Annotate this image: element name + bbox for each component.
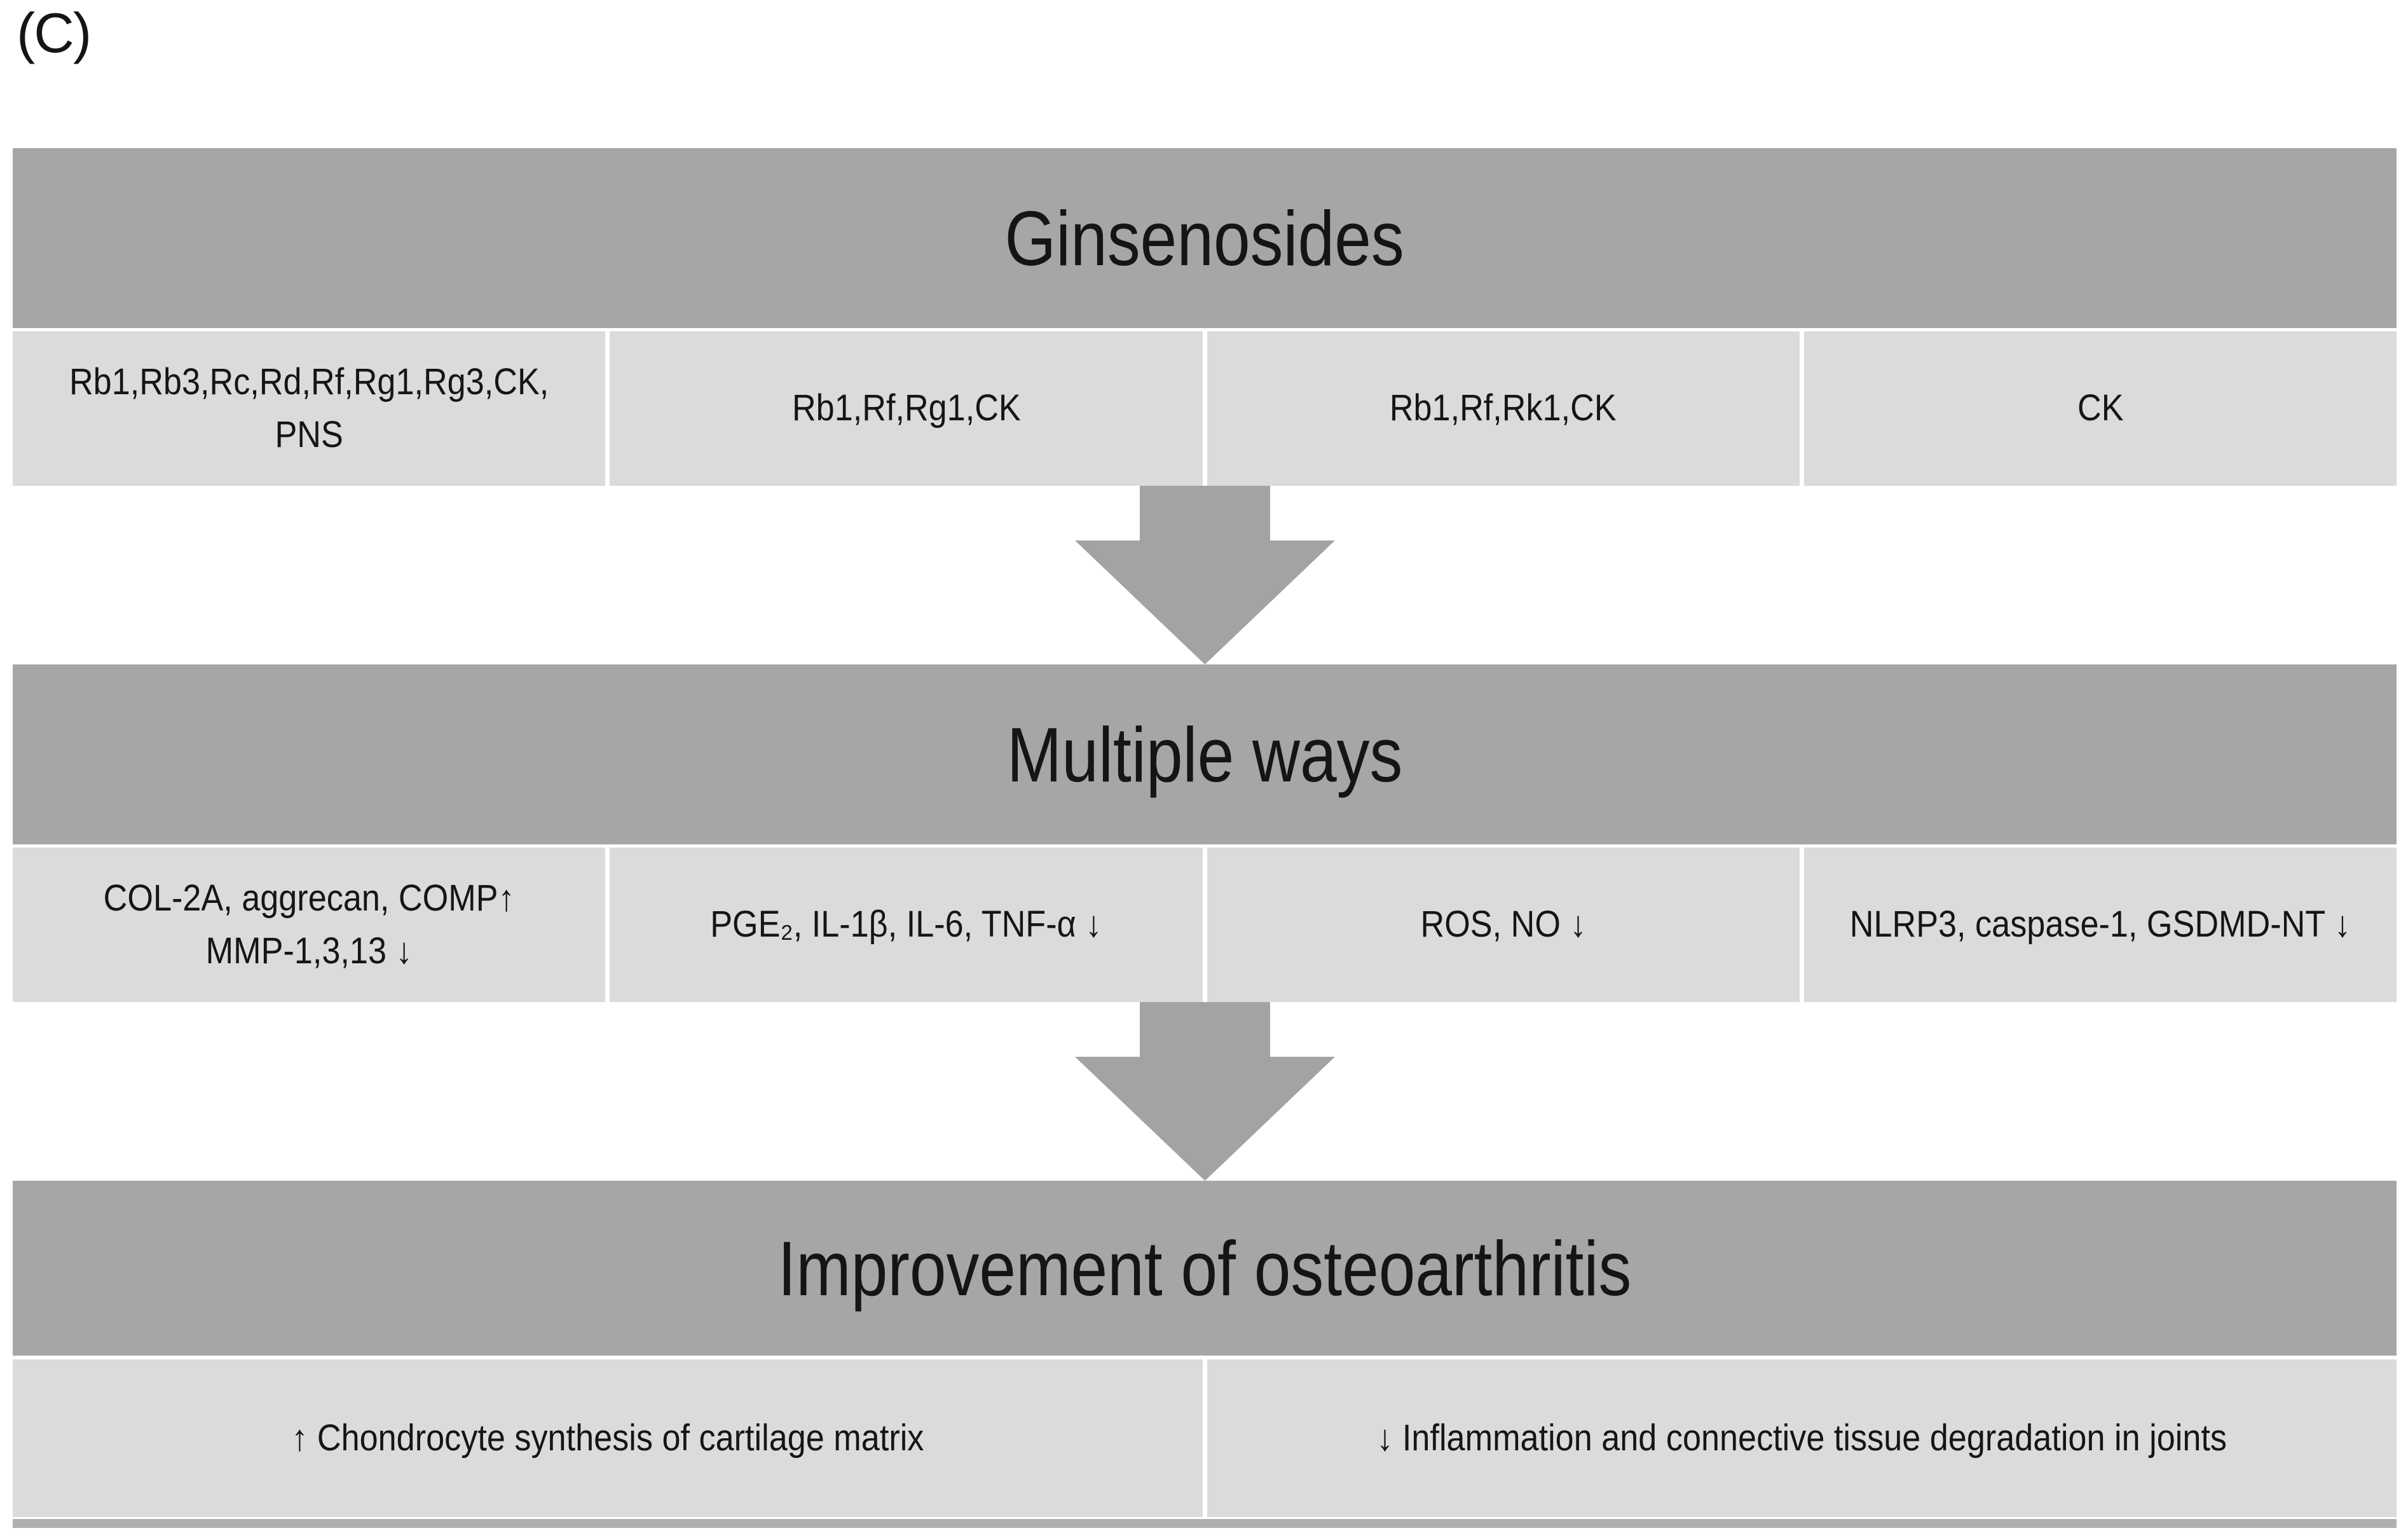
improvement-cell-2: ↓ Inflammation and connective tissue deg… bbox=[1207, 1359, 2397, 1517]
ginsenosides-cell-3: Rb1,Rf,Rk1,CK bbox=[1207, 331, 1800, 486]
multiple-ways-cell-2-text: PGE₂, IL-1β, IL-6, TNF-α ↓ bbox=[710, 904, 1102, 945]
bottom-strip bbox=[13, 1519, 2397, 1528]
ginsenosides-cell-2: Rb1,Rf,Rg1,CK bbox=[610, 331, 1203, 486]
ginsenosides-cell-3-text: Rb1,Rf,Rk1,CK bbox=[1390, 387, 1617, 429]
improvement-header-bar: Improvement of osteoarthritis bbox=[13, 1181, 2397, 1356]
arrow-zone-2 bbox=[13, 1002, 2397, 1181]
ginsenosides-cell-2-text: Rb1,Rf,Rg1,CK bbox=[791, 387, 1021, 429]
ginsenosides-header-bar: Ginsenosides bbox=[13, 148, 2397, 328]
multiple-ways-cell-row: COL-2A, aggrecan, COMP↑ MMP-1,3,13 ↓ PGE… bbox=[13, 848, 2397, 1002]
multiple-ways-header-bar: Multiple ways bbox=[13, 664, 2397, 844]
ginsenosides-cell-4: CK bbox=[1803, 331, 2397, 486]
ginsenosides-title: Ginsenosides bbox=[1004, 195, 1405, 282]
multiple-ways-cell-1: COL-2A, aggrecan, COMP↑ MMP-1,3,13 ↓ bbox=[13, 848, 606, 1002]
multiple-ways-cell-1-text: COL-2A, aggrecan, COMP↑ MMP-1,3,13 ↓ bbox=[103, 877, 515, 972]
ginsenosides-cell-4-text: CK bbox=[2077, 387, 2124, 429]
ginsenosides-cell-row: Rb1,Rb3,Rc,Rd,Rf,Rg1,Rg3,CK, PNS Rb1,Rf,… bbox=[13, 331, 2397, 486]
ginsenosides-cell-1-text: Rb1,Rb3,Rc,Rd,Rf,Rg1,Rg3,CK, PNS bbox=[69, 361, 549, 455]
multiple-ways-cell-3-text: ROS, NO ↓ bbox=[1420, 904, 1587, 945]
arrow-zone-1 bbox=[13, 486, 2397, 664]
flow-diagram: Ginsenosides Rb1,Rb3,Rc,Rd,Rf,Rg1,Rg3,CK… bbox=[13, 148, 2397, 1528]
down-block-arrow-icon bbox=[1074, 486, 1335, 664]
multiple-ways-title: Multiple ways bbox=[1006, 711, 1403, 798]
figure-label: (C) bbox=[17, 1, 92, 64]
ginsenosides-cell-1: Rb1,Rb3,Rc,Rd,Rf,Rg1,Rg3,CK, PNS bbox=[13, 331, 606, 486]
multiple-ways-cell-2: PGE₂, IL-1β, IL-6, TNF-α ↓ bbox=[610, 848, 1203, 1002]
improvement-cell-1-text: ↑ Chondrocyte synthesis of cartilage mat… bbox=[291, 1417, 924, 1459]
improvement-cell-1: ↑ Chondrocyte synthesis of cartilage mat… bbox=[13, 1359, 1203, 1517]
multiple-ways-cell-3: ROS, NO ↓ bbox=[1207, 848, 1800, 1002]
improvement-cell-2-text: ↓ Inflammation and connective tissue deg… bbox=[1376, 1417, 2227, 1459]
multiple-ways-cell-4: NLRP3, caspase-1, GSDMD-NT ↓ bbox=[1803, 848, 2397, 1002]
improvement-title: Improvement of osteoarthritis bbox=[777, 1225, 1632, 1312]
improvement-cell-row: ↑ Chondrocyte synthesis of cartilage mat… bbox=[13, 1359, 2397, 1517]
multiple-ways-cell-4-text: NLRP3, caspase-1, GSDMD-NT ↓ bbox=[1849, 904, 2351, 945]
down-block-arrow-icon bbox=[1074, 1002, 1335, 1181]
